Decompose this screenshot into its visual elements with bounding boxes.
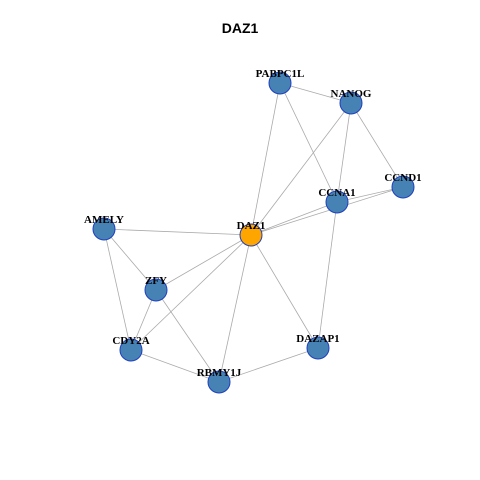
edge-rbmy1j-dazap1 <box>218 347 319 383</box>
edge-daz1-nanog <box>250 102 352 236</box>
edge-daz1-rbmy1j <box>218 234 252 383</box>
edge-daz1-amely <box>103 228 252 236</box>
node-label-amely: AMELY <box>84 214 124 226</box>
node-nanog[interactable] <box>339 91 363 115</box>
edge-daz1-zfy <box>155 234 252 291</box>
node-label-rbmy1j: RBMY1J <box>197 367 242 379</box>
edge-cdy2a-rbmy1j <box>130 349 220 383</box>
edge-daz1-ccnd1 <box>250 186 404 236</box>
node-label-cdy2a: CDY2A <box>112 335 149 347</box>
edge-zfy-rbmy1j <box>155 289 220 383</box>
edge-daz1-dazap1 <box>250 234 319 349</box>
edge-daz1-pabpc1l <box>250 82 281 236</box>
node-cdy2a[interactable] <box>119 338 143 362</box>
node-dazap1[interactable] <box>306 336 330 360</box>
node-label-nanog: NANOG <box>331 88 372 100</box>
edge-amely-zfy <box>103 228 157 291</box>
node-daz1[interactable] <box>239 223 263 247</box>
edge-layer <box>103 82 404 383</box>
node-ccna1[interactable] <box>325 190 349 214</box>
node-label-daz1: DAZ1 <box>237 220 266 232</box>
graph-title: DAZ1 <box>221 20 259 36</box>
node-label-zfy: ZFY <box>145 275 167 287</box>
node-pabpc1l[interactable] <box>268 71 292 95</box>
edge-nanog-ccnd1 <box>350 102 404 188</box>
edge-pabpc1l-nanog <box>279 82 352 104</box>
node-layer <box>92 71 415 394</box>
edge-daz1-ccna1 <box>250 201 338 236</box>
edge-pabpc1l-ccna1 <box>279 82 338 203</box>
edge-daz1-cdy2a <box>130 234 252 351</box>
edge-nanog-ccna1 <box>336 102 352 203</box>
node-label-ccnd1: CCND1 <box>384 172 421 184</box>
node-amely[interactable] <box>92 217 116 241</box>
node-label-ccna1: CCNA1 <box>318 187 355 199</box>
node-rbmy1j[interactable] <box>207 370 231 394</box>
node-ccnd1[interactable] <box>391 175 415 199</box>
node-label-pabpc1l: PABPC1L <box>256 68 305 80</box>
node-zfy[interactable] <box>144 278 168 302</box>
edge-ccna1-dazap1 <box>317 201 338 349</box>
edge-amely-cdy2a <box>103 228 132 351</box>
node-label-dazap1: DAZAP1 <box>296 333 339 345</box>
